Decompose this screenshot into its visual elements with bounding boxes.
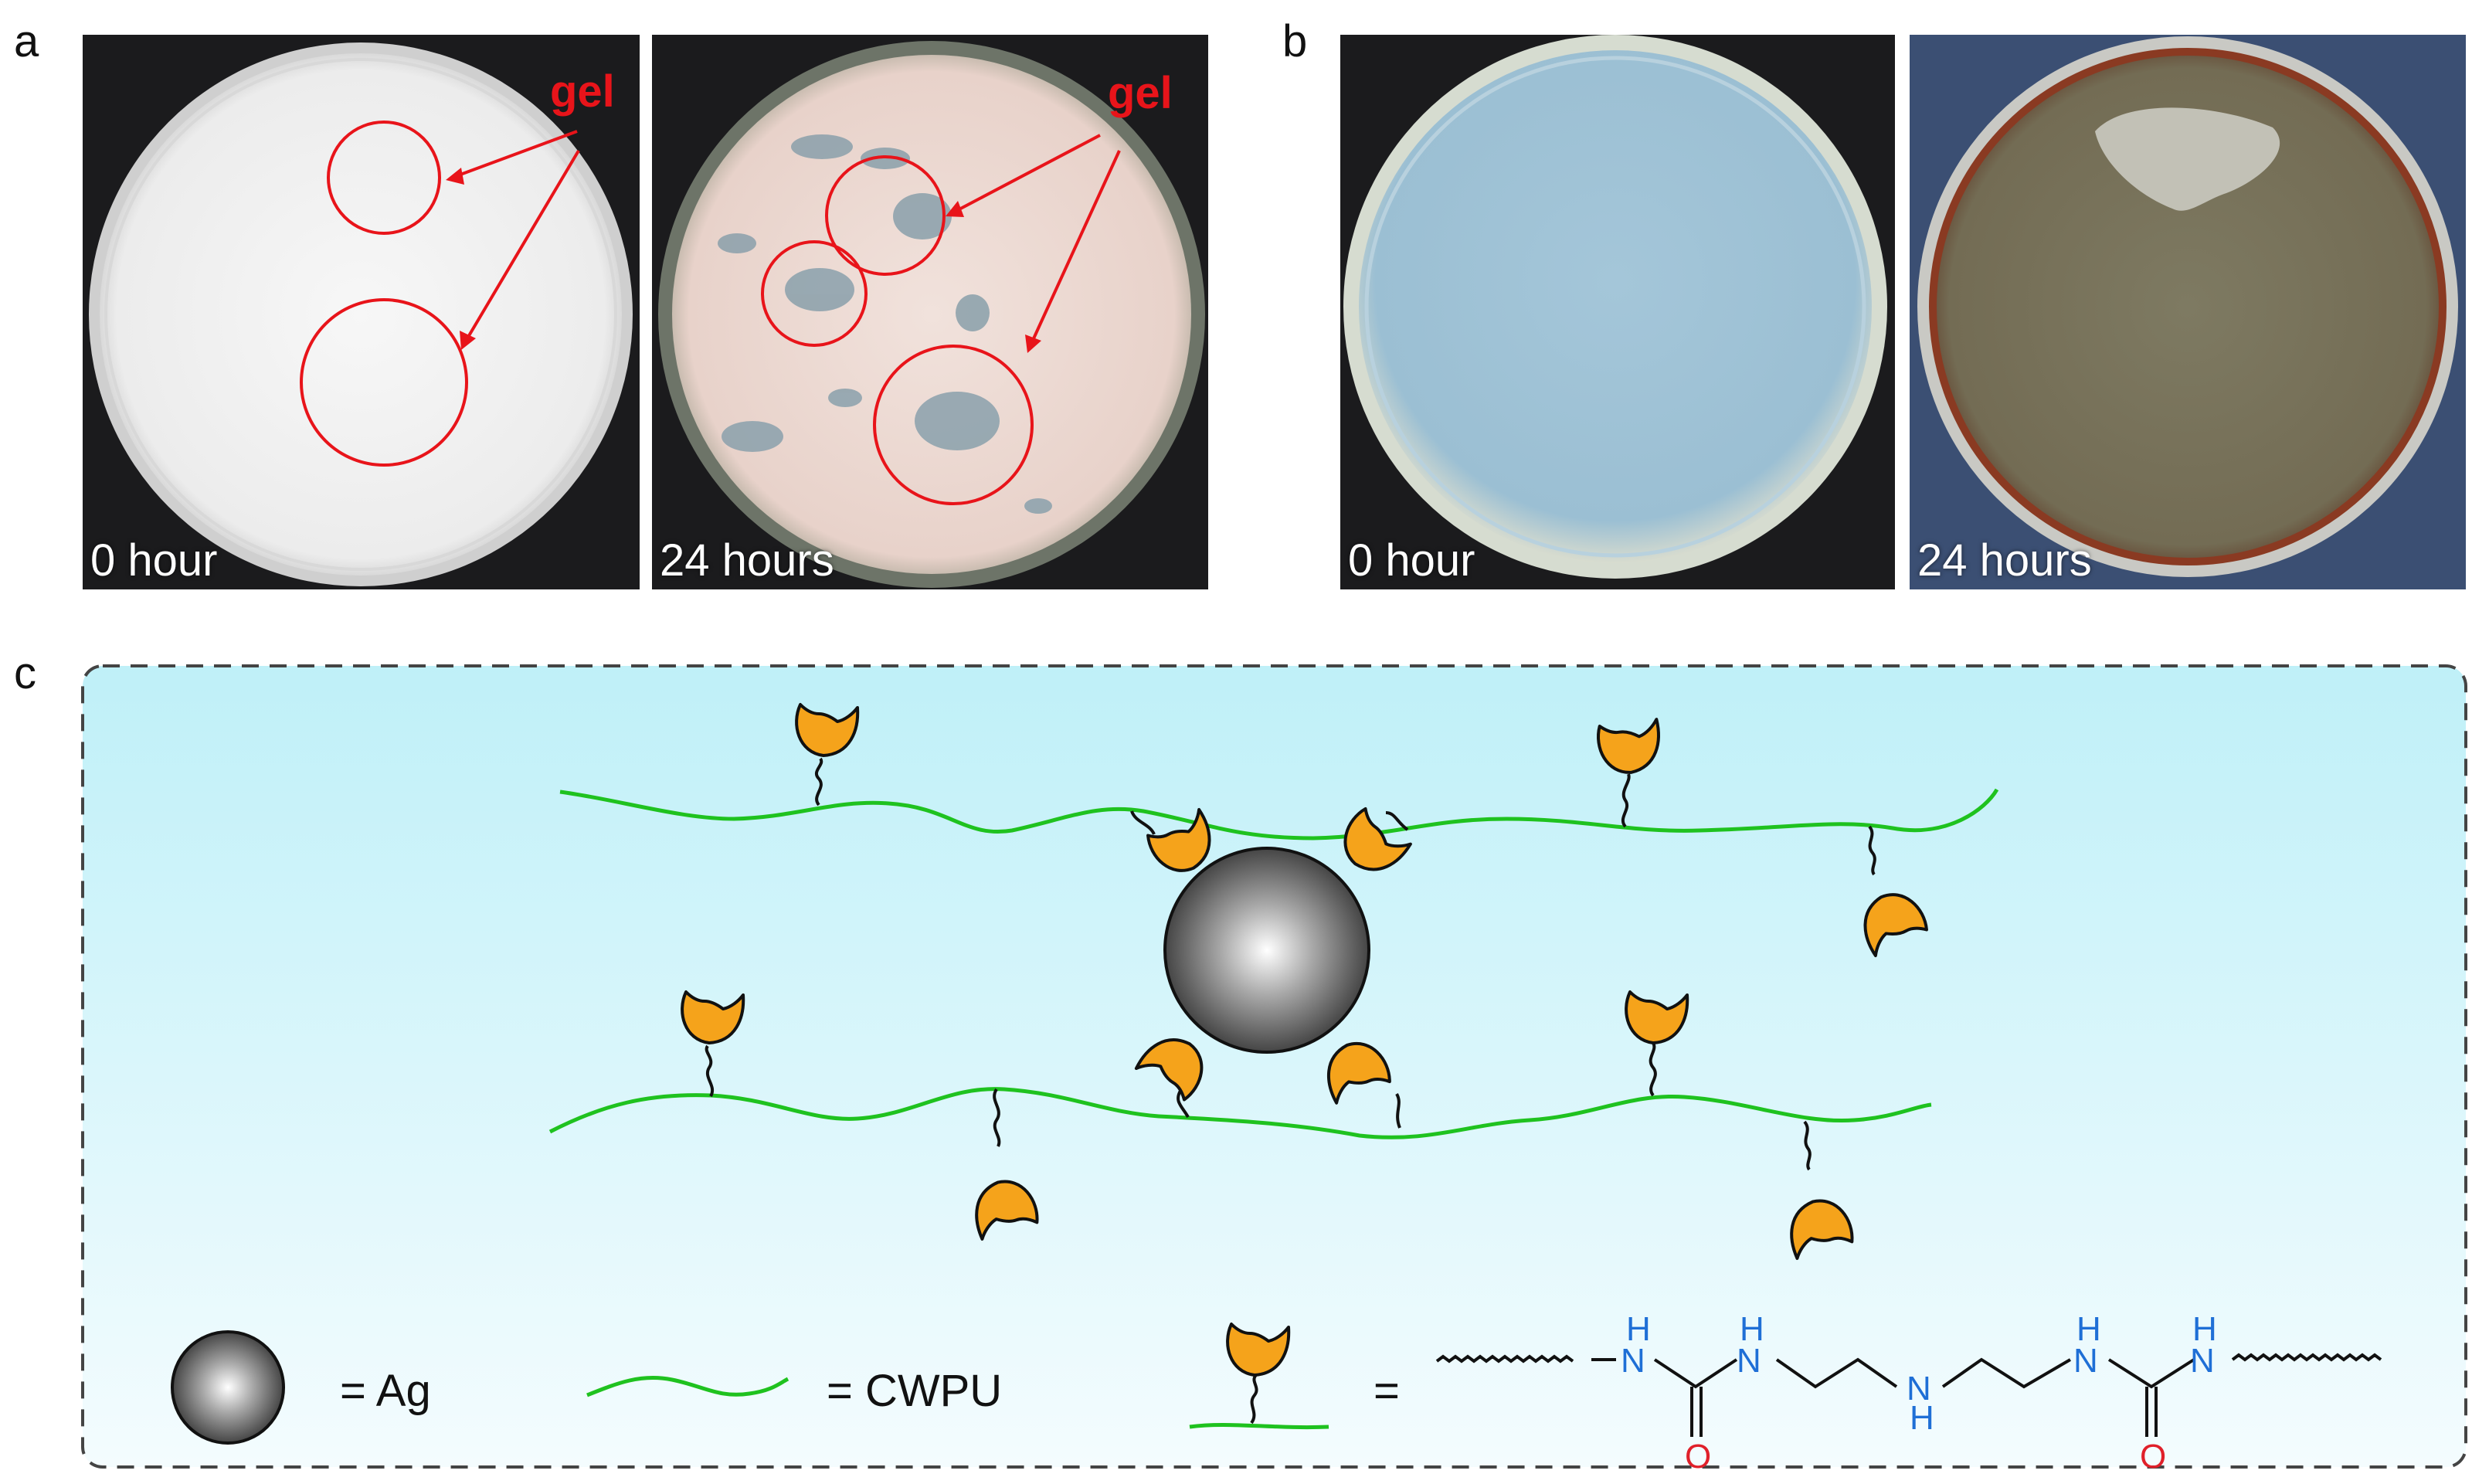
cwpu-chain-upper [559,788,1999,840]
ag-nanoparticle [1163,847,1370,1054]
gel-circle-3 [825,155,946,276]
gel-label: gel [550,66,615,117]
atom-n-1: N [1621,1342,1645,1380]
gel-circle-2 [300,298,468,467]
panel-b-photo-24-hours: 24 hours [1910,35,2466,589]
time-label: 0 hour [90,535,218,586]
panel-b-letter: b [1282,16,1308,66]
time-label: 24 hours [1917,535,2092,586]
urea-amine-structure [1435,1353,2382,1437]
legend-cwpu-label: = CWPU [827,1366,1002,1416]
atom-h-4: H [2076,1310,2101,1348]
time-label: 0 hour [1348,535,1475,586]
time-label: 24 hours [660,535,834,586]
atom-h-3: H [1910,1399,1934,1437]
panel-a-photo-24-hours: gel 24 hours [652,35,1208,589]
panel-a-photo-0-hour: gel 0 hour [83,35,640,589]
gel-circle-5 [873,345,1034,505]
atom-o-2: O [2140,1438,2166,1476]
legend-ag-label: = Ag [340,1366,431,1416]
scheme-box [81,664,2467,1469]
legend-ag-sphere [171,1330,285,1445]
atom-n-5: N [2190,1342,2215,1380]
panel-a-letter: a [14,16,39,66]
atom-h-1: H [1626,1310,1651,1348]
legend-cwpu-line [586,1376,789,1397]
gel-label: gel [1108,68,1173,118]
legend-group-eq: = [1374,1366,1400,1416]
atom-n-3: N [1907,1370,1931,1408]
gel-circle-1 [327,121,441,235]
atom-n-4: N [2073,1342,2098,1380]
panel-b-photo-0-hour: 0 hour [1340,35,1895,589]
atom-o-1: O [1685,1438,1711,1476]
atom-h-2: H [1740,1310,1764,1348]
gel-circle-4 [761,240,868,347]
cwpu-chain-lower [548,1087,1932,1139]
panel-c-letter: c [14,648,36,698]
atom-h-5: H [2192,1310,2217,1348]
atom-n-2: N [1737,1342,1761,1380]
